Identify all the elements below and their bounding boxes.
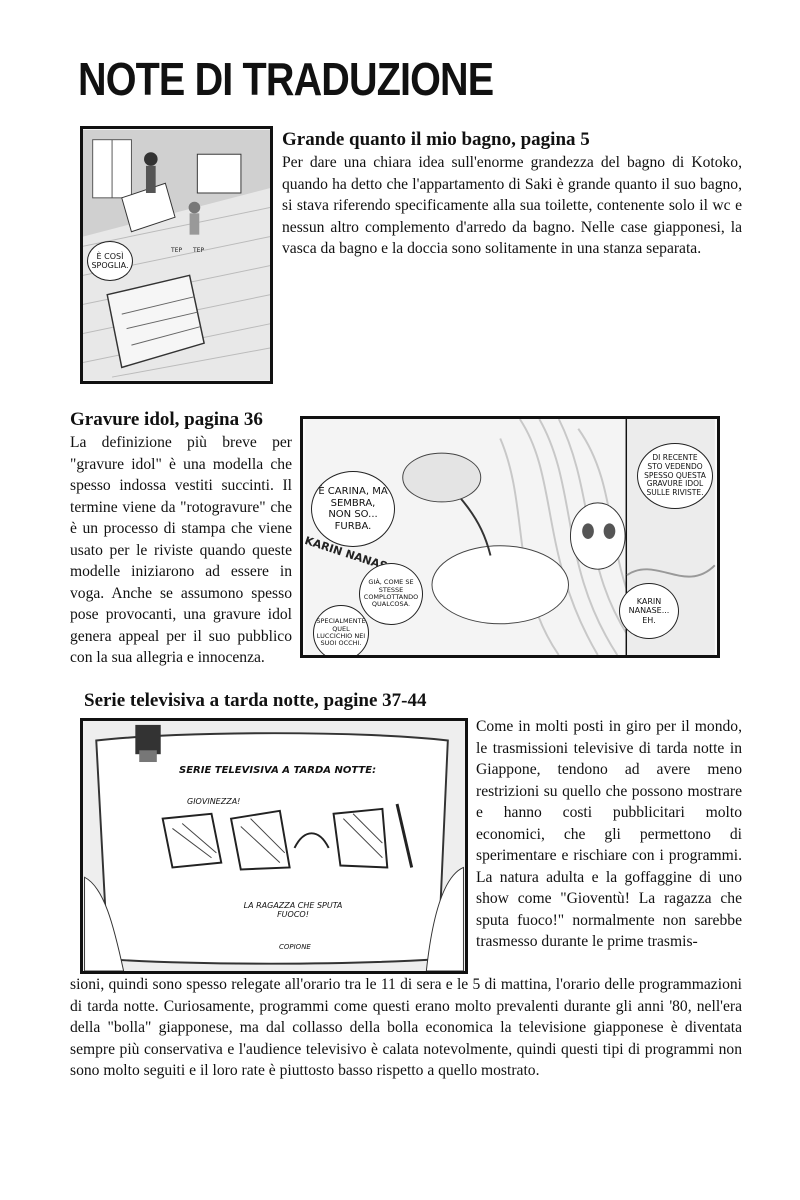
manga-panel-script: SERIE TELEVISIVA A TARDA NOTTE: GIOVINEZ… (80, 718, 468, 974)
note-body: La definizione più breve per "gravure id… (70, 432, 292, 669)
script-line: COPIONE (279, 943, 311, 951)
speech-bubble: È COSÌ SPOGLIA. (87, 241, 133, 281)
note-body: Come in molti posti in giro per il mondo… (476, 716, 742, 953)
script-illustration (84, 721, 464, 971)
sound-effect: TEP (193, 247, 205, 254)
script-line: SERIE TELEVISIVA A TARDA NOTTE: (179, 765, 377, 776)
note-title: Gravure idol, pagina 36 (70, 409, 263, 430)
note-title: Grande quanto il mio bagno, pagina 5 (282, 129, 590, 150)
bubble-text: È COSÌ SPOGLIA. (91, 251, 129, 270)
speech-bubble: KARIN NANASE... EH. (619, 583, 679, 639)
speech-bubble: GIÀ, COME SE STESSE COMPLOTTANDO QUALCOS… (359, 563, 423, 625)
note-paragraph: La definizione più breve per "gravure id… (70, 434, 292, 666)
note-body: sioni, quindi sono spesso relegate all'o… (70, 974, 742, 1082)
page-title: NOTE DI TRADUZIONE (78, 53, 494, 105)
note-paragraph: Per dare una chiara idea sull'enorme gra… (282, 154, 742, 257)
note-body: Per dare una chiara idea sull'enorme gra… (282, 152, 742, 260)
speech-bubble: È CARINA, MA SEMBRA, NON SO... FURBA. (311, 471, 395, 547)
manga-panel-room: È COSÌ SPOGLIA. TEP TEP (80, 126, 273, 384)
sound-effect: TEP (171, 247, 183, 254)
manga-panel-gravure: È CARINA, MA SEMBRA, NON SO... FURBA. KA… (300, 416, 720, 658)
note-paragraph: Come in molti posti in giro per il mondo… (476, 718, 742, 950)
note-title: Serie televisiva a tarda notte, pagine 3… (84, 690, 427, 711)
bubble-text: GIÀ, COME SE STESSE COMPLOTTANDO QUALCOS… (363, 578, 419, 609)
speech-bubble: DI RECENTE STO VEDENDO SPESSO QUESTA GRA… (637, 443, 713, 509)
speech-bubble: SPECIALMENTE QUEL LUCCICHIO NEI SUOI OCC… (313, 605, 369, 655)
script-line: LA RAGAZZA CHE SPUTA FUOCO! (243, 901, 343, 919)
script-line: GIOVINEZZA! (187, 797, 241, 806)
bubble-text: DI RECENTE STO VEDENDO SPESSO QUESTA GRA… (644, 453, 706, 497)
bubble-text: KARIN NANASE... EH. (628, 597, 670, 625)
note-paragraph: sioni, quindi sono spesso relegate all'o… (70, 976, 742, 1079)
room-illustration (83, 130, 270, 380)
bubble-text: SPECIALMENTE QUEL LUCCICHIO NEI SUOI OCC… (316, 617, 366, 648)
bubble-text: È CARINA, MA SEMBRA, NON SO... FURBA. (318, 486, 388, 532)
